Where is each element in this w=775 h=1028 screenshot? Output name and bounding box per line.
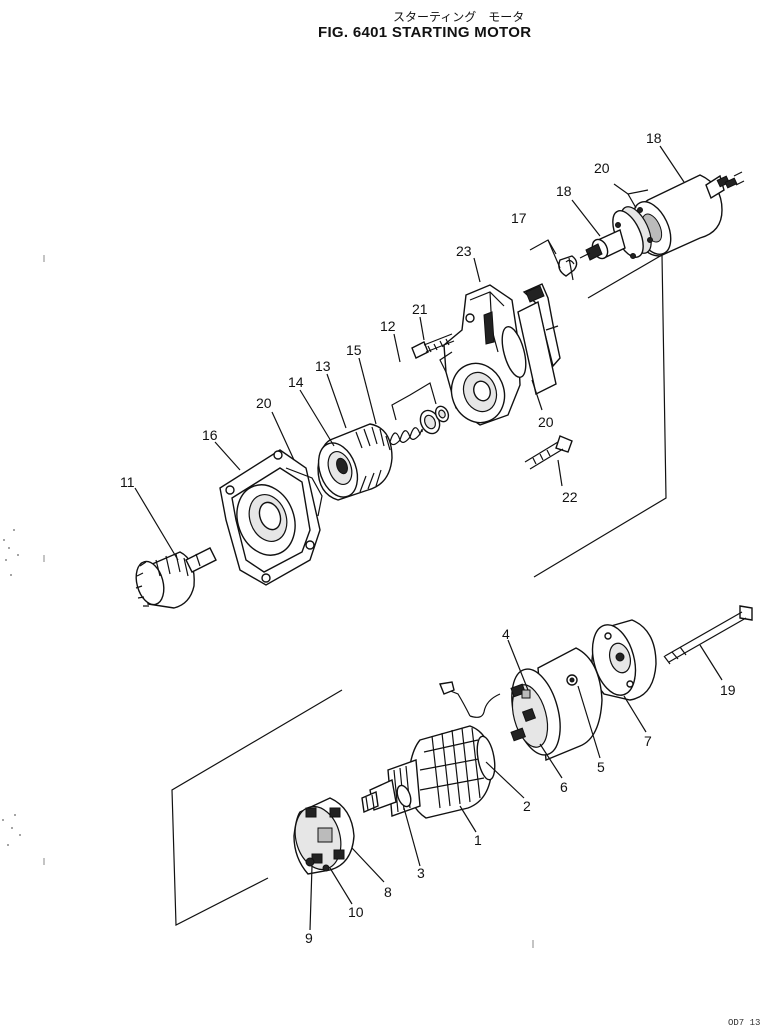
callout-13: 13 bbox=[315, 358, 331, 374]
callout-15: 15 bbox=[346, 342, 362, 358]
pinion-gear bbox=[135, 547, 217, 609]
callout-18-solenoid: 18 bbox=[646, 130, 662, 146]
figure-title: FIG. 6401 STARTING MOTOR bbox=[318, 24, 532, 41]
callout-16: 16 bbox=[202, 427, 218, 443]
scan-noise bbox=[2, 255, 534, 948]
callout-22: 22 bbox=[562, 489, 578, 505]
brush-holder-yoke bbox=[439, 681, 549, 748]
brush-holder-assembly bbox=[293, 797, 355, 875]
leader-lines bbox=[134, 145, 723, 931]
callout-17: 17 bbox=[511, 210, 527, 226]
long-through-bolt bbox=[663, 605, 753, 665]
front-housing bbox=[439, 284, 527, 426]
plunger bbox=[579, 229, 626, 261]
group-bracket-lower bbox=[171, 689, 343, 926]
callout-11: 11 bbox=[120, 474, 135, 490]
callout-20-lever: 20 bbox=[538, 414, 554, 430]
group-bracket-upper bbox=[533, 253, 667, 578]
callout-20-housing: 20 bbox=[256, 395, 272, 411]
callout-19: 19 bbox=[720, 682, 736, 698]
drive-housing bbox=[219, 449, 323, 586]
drive-spring bbox=[389, 427, 423, 446]
callout-7: 7 bbox=[644, 733, 652, 749]
callout-6: 6 bbox=[560, 779, 568, 795]
callout-5: 5 bbox=[597, 759, 605, 775]
callout-8: 8 bbox=[384, 884, 392, 900]
lever-gasket bbox=[517, 300, 557, 396]
housing-bolt bbox=[411, 333, 455, 359]
armature bbox=[361, 725, 496, 819]
callout-4: 4 bbox=[502, 626, 510, 642]
callout-numbers: 18 20 18 17 23 21 12 15 13 14 20 16 11 2… bbox=[120, 130, 736, 946]
callout-20-gasket: 20 bbox=[594, 160, 610, 176]
callout-3: 3 bbox=[417, 865, 425, 881]
spring-clip bbox=[558, 255, 578, 281]
through-bolt bbox=[524, 435, 573, 470]
callout-21: 21 bbox=[412, 301, 428, 317]
callout-18-plunger: 18 bbox=[556, 183, 572, 199]
callout-9: 9 bbox=[305, 930, 313, 946]
title-japanese: スターティング モータ bbox=[393, 10, 525, 24]
snap-ring-set bbox=[391, 382, 450, 435]
callout-23: 23 bbox=[456, 243, 472, 259]
armature-bearing bbox=[396, 784, 412, 808]
callout-14: 14 bbox=[288, 374, 304, 390]
callout-12: 12 bbox=[380, 318, 396, 334]
callout-10: 10 bbox=[348, 904, 364, 920]
callout-1: 1 bbox=[474, 832, 482, 848]
drawing-code: OD7 13 bbox=[728, 1018, 761, 1028]
callout-2: 2 bbox=[523, 798, 531, 814]
rear-end-cover bbox=[591, 619, 657, 701]
overrunning-clutch bbox=[317, 423, 393, 501]
